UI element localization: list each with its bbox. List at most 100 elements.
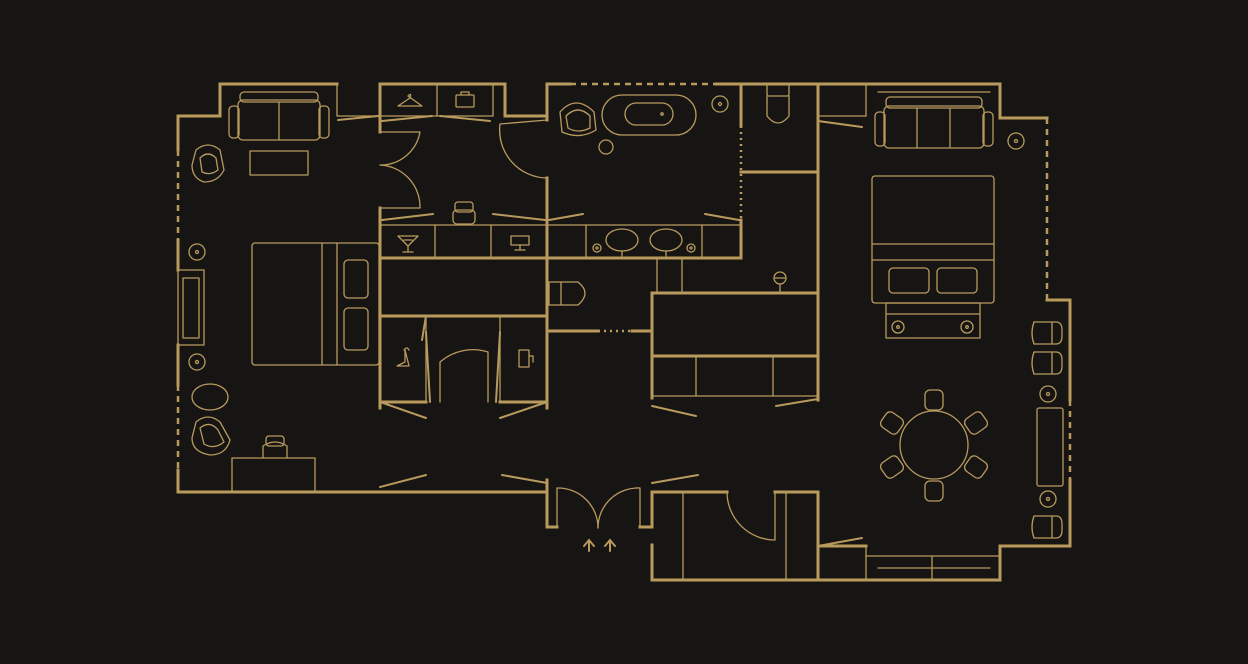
plan-stroke (1045, 496, 1051, 502)
bed-icon (251, 242, 380, 366)
plan-stroke (439, 349, 489, 403)
plan-stroke (501, 474, 548, 484)
plan-stroke (686, 243, 696, 253)
plan-stroke (379, 164, 421, 209)
plan-stroke (624, 102, 674, 126)
toilet-icon (548, 281, 586, 306)
plan-stroke (717, 101, 723, 107)
hanger-icon (397, 93, 423, 107)
plan-stroke (559, 102, 597, 137)
coffee-table-icon (249, 150, 309, 176)
plan-stroke (879, 411, 905, 435)
plan-stroke (885, 302, 981, 339)
plan-stroke (689, 246, 693, 250)
plan-stroke (965, 325, 969, 329)
plan-stroke (379, 131, 421, 166)
lamp-icon (711, 95, 729, 113)
plan-stroke (396, 349, 410, 367)
plan-stroke (1013, 138, 1019, 144)
lounge-chair-icon (191, 416, 231, 456)
plan-stroke (460, 91, 470, 96)
armchair-icon (1031, 351, 1063, 375)
plan-stroke (766, 95, 790, 124)
desk-chair-icon (262, 435, 288, 459)
interior-walls (378, 82, 868, 582)
armchair-icon (1031, 515, 1063, 539)
plan-stroke (775, 398, 819, 407)
plan-stroke (963, 411, 989, 435)
plan-stroke (638, 490, 654, 529)
sink-icon (605, 228, 639, 257)
bed-icon (871, 175, 995, 304)
plan-stroke (379, 401, 427, 419)
plan-stroke (560, 281, 586, 306)
plan-stroke (899, 410, 969, 480)
plan-stroke (597, 487, 641, 529)
plan-stroke (176, 468, 382, 494)
plan-stroke (604, 538, 616, 547)
safe-icon (518, 349, 534, 368)
plan-stroke (548, 281, 562, 306)
plan-stroke (378, 82, 549, 118)
plan-stroke (492, 213, 546, 221)
plan-stroke (565, 109, 591, 132)
plan-stroke (936, 267, 978, 294)
plan-stroke (182, 277, 200, 339)
plan-stroke (595, 246, 599, 250)
shower-icon (773, 271, 787, 293)
plan-stroke (605, 228, 639, 252)
swing-doors (379, 119, 776, 541)
plan-stroke (592, 243, 602, 253)
sink-icon (649, 228, 683, 257)
plan-stroke (1039, 490, 1057, 508)
plan-stroke (403, 347, 410, 351)
plan-stroke (1031, 351, 1063, 375)
plan-stroke (510, 235, 530, 246)
plan-stroke (194, 359, 200, 365)
plan-stroke (251, 242, 380, 366)
plan-stroke (885, 96, 983, 109)
toilet-icon (766, 83, 790, 124)
plan-stroke (337, 115, 379, 121)
plan-stroke (518, 349, 530, 368)
window-bench-icon (177, 269, 205, 346)
plan-stroke (191, 144, 225, 183)
plan-stroke (556, 487, 599, 529)
plan-stroke (879, 455, 905, 479)
lamp-icon (1039, 385, 1057, 403)
plan-stroke (545, 478, 559, 529)
plan-stroke (439, 115, 491, 122)
lamp-icon (188, 243, 206, 261)
lounge-chair-icon (191, 144, 225, 183)
plan-stroke (498, 119, 548, 179)
tv-icon (510, 235, 530, 251)
window-walls (176, 82, 1072, 480)
closet-furniture (396, 91, 534, 368)
plan-stroke (818, 82, 1049, 120)
plan-stroke (896, 325, 900, 329)
plan-stroke (1045, 391, 1051, 397)
plan-stroke (188, 353, 206, 371)
plan-stroke (924, 480, 944, 502)
plan-stroke (1031, 321, 1063, 345)
plan-stroke (1031, 515, 1063, 539)
plan-stroke (766, 83, 790, 97)
plan-stroke (726, 491, 776, 541)
suitcase-icon (455, 91, 475, 108)
plan-stroke (583, 538, 595, 547)
plan-stroke (199, 153, 219, 175)
plan-stroke (883, 105, 985, 149)
left-bedroom-furniture (177, 91, 380, 459)
bath-chair-icon (559, 102, 597, 137)
plan-stroke (963, 455, 989, 479)
plan-stroke (601, 94, 697, 136)
plan-stroke (495, 331, 501, 403)
plan-stroke (318, 105, 330, 139)
sliding-doors (337, 115, 863, 547)
plan-stroke (660, 112, 664, 116)
plan-stroke (874, 111, 886, 147)
side-table-icon (191, 383, 229, 411)
plan-stroke (982, 111, 994, 147)
desk-chair-icon (452, 201, 476, 225)
